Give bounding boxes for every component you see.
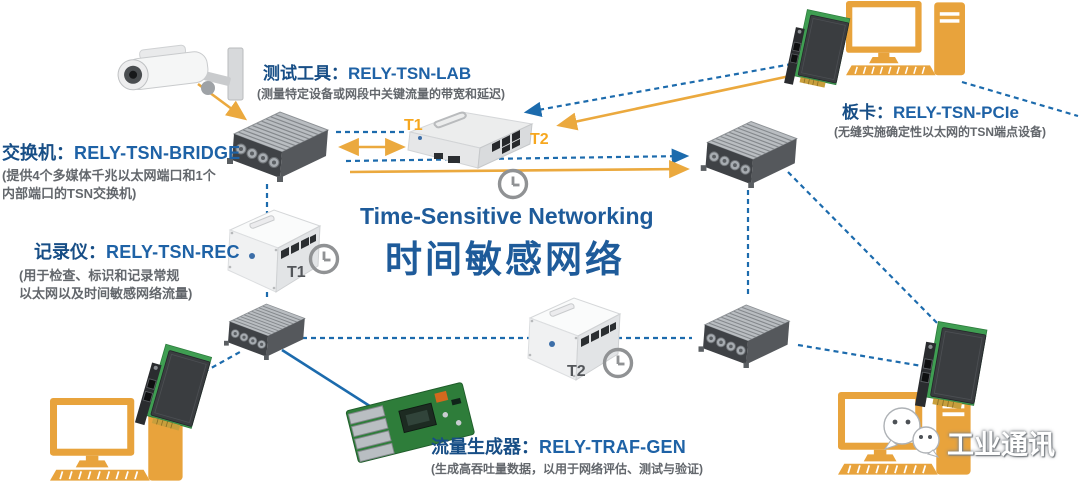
timestamp-t1-lab: T1 (404, 117, 423, 134)
watermark-text: 工业通讯 (947, 430, 1055, 460)
timestamp-t2-gen: T2 (567, 363, 586, 380)
clock-sync-icon-center (497, 168, 529, 200)
label-trafgen-model: RELY-TRAF-GEN (539, 437, 686, 457)
timestamp-t1-rec: T1 (287, 264, 306, 281)
link-card-tr-t2-yellow (556, 71, 805, 131)
link-tower-edge-dashed (961, 80, 1079, 118)
label-test-tool: 测试工具：RELY-TSN-LAB (263, 59, 471, 84)
tsn-bridge-switch-device (226, 111, 329, 183)
label-pcie: 板卡：RELY-TSN-PCIe (842, 98, 1019, 123)
tsn-lab-tester-device (407, 111, 533, 169)
label-recorder: 记录仪：RELY-TSN-REC (34, 238, 240, 264)
label-recorder-category: 记录仪： (34, 242, 106, 262)
diagram-title-zh: 时间敏感网络 (385, 239, 625, 280)
timestamp-t2-lab: T2 (530, 131, 549, 148)
label-pcie-category: 板卡： (842, 103, 893, 122)
label-bridge-desc-1: (提供4个多媒体千兆以太网端口和1个 (2, 168, 216, 183)
label-test-tool-model: RELY-TSN-LAB (348, 64, 472, 83)
tsn-switch-top-right (700, 120, 798, 189)
tsn-switch-mid-left (223, 303, 306, 361)
tsn-recorder-device (227, 209, 321, 293)
label-test-tool-category: 测试工具： (263, 64, 348, 83)
surveillance-camera-icon (114, 41, 244, 101)
link-switch-trafgen-solid (281, 348, 377, 412)
link-under-lab-dashed (345, 148, 690, 164)
wechat-icon (883, 407, 940, 458)
workstation-top-right (845, 0, 966, 76)
label-trafgen-desc: (生成高吞吐量数据，以用于网络评估、测试与验证) (431, 462, 703, 476)
link-topright-card-br (787, 171, 943, 329)
diagram-title-en: Time-Sensitive Networking (360, 203, 654, 229)
label-recorder-desc-1: (用于检查、标识和记录常规 (19, 268, 180, 283)
label-recorder-model: RELY-TSN-REC (106, 242, 240, 262)
label-pcie-model: RELY-TSN-PCIe (893, 103, 1019, 122)
label-bridge-model: RELY-TSN-BRIDGE (74, 143, 241, 163)
label-test-tool-desc: (测量特定设备或网段中关键流量的带宽和延迟) (257, 87, 505, 101)
label-bridge-category: 交换机： (2, 143, 74, 163)
pcie-card-bottom-left (134, 341, 213, 439)
label-bridge-desc-2: 内部端口的TSN交换机) (2, 186, 137, 201)
label-trafgen-category: 流量生成器： (431, 437, 539, 457)
label-trafgen: 流量生成器：RELY-TRAF-GEN (431, 433, 686, 459)
pcie-card-bottom-right (914, 319, 988, 416)
label-recorder-desc-2: 以太网以及时间敏感网络流量) (19, 286, 193, 301)
link-bottomright-card-br (797, 343, 923, 368)
link-card-bl-switch (203, 351, 241, 373)
connection-lines (197, 62, 1079, 412)
tsn-switch-bottom-right (697, 304, 790, 369)
label-bridge: 交换机：RELY-TSN-BRIDGE (2, 139, 240, 165)
label-pcie-desc: (无缝实施确定性以太网的TSN端点设备) (834, 125, 1046, 139)
pcie-card-top-right (783, 7, 851, 94)
